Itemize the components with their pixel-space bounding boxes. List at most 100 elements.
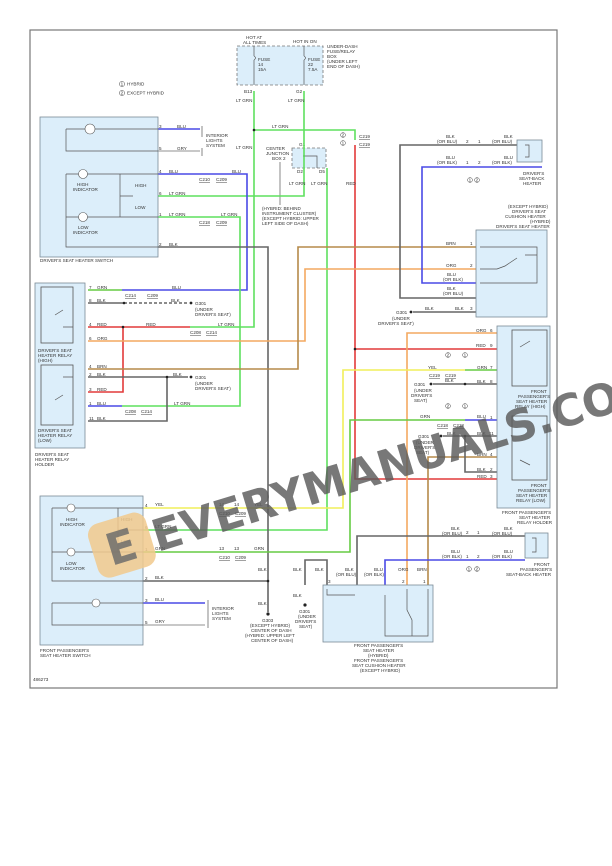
svg-text:3: 3 [328, 579, 331, 584]
lamp-icon [84, 123, 96, 135]
svg-text:C214: C214 [125, 293, 136, 298]
svg-text:SEAT HEATER: SEAT HEATER [516, 493, 548, 498]
svg-text:DRIVER'S SEAT): DRIVER'S SEAT) [378, 321, 414, 326]
svg-text:HEATER: HEATER [523, 181, 542, 186]
wire-lt-grn-c219 [254, 129, 356, 140]
svg-text:INDICATOR: INDICATOR [60, 522, 86, 527]
svg-text:UNDER-DASH: UNDER-DASH [327, 44, 358, 49]
drivers-seat-heater-switch: HIGH INDICATOR LOW INDICATOR HIGH LOW 3 … [39, 116, 162, 263]
svg-text:BLK: BLK [293, 567, 303, 572]
svg-text:D5: D5 [319, 169, 325, 174]
svg-text:C219: C219 [359, 142, 370, 147]
svg-text:LT GRN: LT GRN [272, 124, 288, 129]
svg-text:3: 3 [470, 306, 473, 311]
svg-text:FRONT PASSENGER'S: FRONT PASSENGER'S [354, 643, 403, 648]
svg-text:(HYBRID: UPPER LEFT: (HYBRID: UPPER LEFT [245, 633, 295, 638]
svg-text:1: 1 [464, 353, 467, 358]
svg-text:(OR BLU): (OR BLU) [336, 572, 357, 577]
svg-text:15A: 15A [258, 67, 267, 72]
svg-text:7: 7 [490, 365, 493, 370]
svg-text:SEAT): SEAT) [414, 398, 428, 403]
svg-text:SEAT HEATER: SEAT HEATER [516, 399, 548, 404]
svg-text:8: 8 [89, 298, 92, 303]
svg-text:RELAY (LOW): RELAY (LOW) [516, 498, 546, 503]
svg-text:BLK: BLK [345, 567, 355, 572]
svg-text:BLU: BLU [446, 155, 455, 160]
svg-text:2: 2 [447, 404, 450, 409]
svg-text:G303: G303 [262, 618, 274, 623]
svg-text:(OR BLK): (OR BLK) [437, 160, 457, 165]
svg-text:(LOW): (LOW) [38, 438, 52, 443]
svg-text:LIGHTS: LIGHTS [206, 138, 223, 143]
svg-text:1: 1 [468, 567, 471, 572]
svg-text:BLK: BLK [447, 286, 457, 291]
svg-text:SYSTEM: SYSTEM [212, 616, 231, 621]
svg-text:2: 2 [447, 353, 450, 358]
svg-text:D2: D2 [297, 169, 303, 174]
svg-text:(OR BLU): (OR BLU) [492, 531, 513, 536]
svg-text:14: 14 [219, 502, 225, 507]
drivers-switch-label: DRIVER'S SEAT HEATER SWITCH [40, 258, 113, 263]
svg-text:(EXCEPT HYBRID): (EXCEPT HYBRID) [250, 623, 290, 628]
high-indicator-icon [78, 169, 88, 179]
svg-text:SEAT-BACK HEATER: SEAT-BACK HEATER [506, 572, 552, 577]
svg-text:(OR BLK): (OR BLK) [492, 554, 512, 559]
drivers-relay-high [40, 286, 74, 344]
svg-text:SEAT-BACK: SEAT-BACK [519, 176, 545, 181]
svg-text:GRN: GRN [155, 546, 165, 551]
svg-text:BLK: BLK [315, 567, 325, 572]
drivers-relay-holder: DRIVER'S SEAT HEATER RELAY (HIGH) DRIVER… [34, 282, 94, 467]
svg-text:HIGH: HIGH [66, 517, 77, 522]
svg-text:11: 11 [89, 416, 94, 421]
svg-text:11: 11 [489, 431, 494, 436]
svg-text:1: 1 [121, 82, 124, 87]
svg-text:INTERIOR: INTERIOR [206, 133, 229, 138]
svg-text:PASSENGER'S: PASSENGER'S [520, 567, 552, 572]
svg-text:LT GRN: LT GRN [169, 191, 185, 196]
svg-text:BLK: BLK [504, 526, 514, 531]
svg-text:RED: RED [476, 343, 486, 348]
ground-icon [189, 375, 193, 379]
svg-text:INDICATOR: INDICATOR [73, 187, 99, 192]
svg-text:C214: C214 [141, 409, 152, 414]
svg-text:5: 5 [159, 146, 162, 151]
svg-text:BRN: BRN [477, 452, 487, 457]
svg-text:(OR BLK): (OR BLK) [492, 160, 512, 165]
svg-text:BLK: BLK [451, 526, 461, 531]
svg-text:(UNDER: (UNDER [195, 381, 214, 386]
wire-blk-pass-seatback [356, 535, 525, 585]
svg-text:YEL: YEL [155, 502, 164, 507]
svg-text:1: 1 [423, 579, 426, 584]
svg-text:1: 1 [478, 139, 481, 144]
svg-text:DRIVER'S: DRIVER'S [295, 619, 316, 624]
ground-icon [303, 603, 307, 607]
wires [88, 91, 542, 626]
interior-lights-system-bottom: INTERIOR LIGHTS SYSTEM [207, 600, 235, 628]
svg-text:SEAT HEATER: SEAT HEATER [363, 648, 395, 653]
svg-text:BLK: BLK [455, 306, 465, 311]
wire-lt-grn-pin1 [122, 216, 241, 407]
svg-text:1: 1 [342, 141, 345, 146]
svg-text:HOT AT: HOT AT [246, 35, 262, 40]
svg-text:C219: C219 [359, 134, 370, 139]
svg-text:4: 4 [89, 322, 92, 327]
svg-text:7.5A: 7.5A [308, 67, 318, 72]
svg-text:G301: G301 [396, 310, 408, 315]
svg-text:HOLDER: HOLDER [35, 462, 55, 467]
drivers-seat-back-heater: 2 1 1 2 DRIVER'S SEAT-BACK HEATER [466, 139, 545, 186]
svg-text:13: 13 [219, 546, 225, 551]
svg-text:BLK: BLK [447, 431, 457, 436]
svg-text:2: 2 [402, 579, 405, 584]
svg-text:FRONT PASSENGER'S: FRONT PASSENGER'S [354, 658, 403, 663]
svg-text:6: 6 [159, 191, 162, 196]
svg-text:(UNDER: (UNDER [416, 440, 435, 445]
svg-text:FRONT: FRONT [531, 389, 547, 394]
svg-text:BRN: BRN [446, 241, 456, 246]
figure-id: 486273 [33, 677, 49, 682]
svg-text:1: 1 [477, 530, 480, 535]
svg-text:LT GRN: LT GRN [155, 524, 171, 529]
svg-text:DRIVER'S SEAT: DRIVER'S SEAT [38, 428, 72, 433]
svg-text:2: 2 [466, 139, 469, 144]
svg-text:END OF DASH): END OF DASH) [327, 64, 360, 69]
svg-text:3: 3 [490, 474, 493, 479]
